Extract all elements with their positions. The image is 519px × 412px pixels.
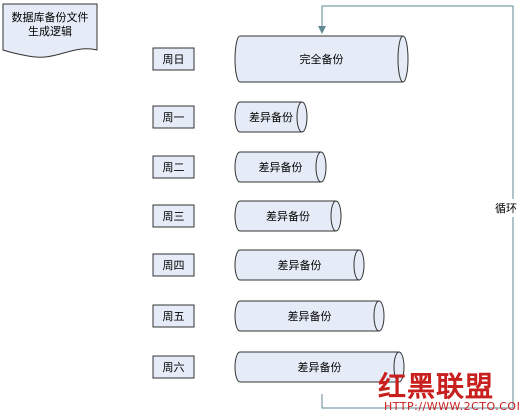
watermark-brand: 红黑联盟 xyxy=(378,370,494,403)
day-box xyxy=(152,47,195,71)
schedule-row: 周四 差异备份 xyxy=(152,249,365,281)
day-label: 周日 xyxy=(163,53,185,66)
document-title-line-1: 数据库备份文件 xyxy=(12,10,89,24)
day-label: 周一 xyxy=(163,111,185,124)
backup-type-label: 差异备份 xyxy=(266,209,310,223)
loop-label: 循环 xyxy=(495,202,517,215)
cylinder-cap xyxy=(393,351,400,383)
loop-arrow-head xyxy=(318,26,326,34)
loop-connector: 循环 xyxy=(318,5,519,409)
day-box xyxy=(152,253,195,277)
day-box xyxy=(152,204,195,228)
backup-type-label: 差异备份 xyxy=(288,309,332,323)
cylinder-cap xyxy=(330,200,337,232)
backup-type-label: 差异备份 xyxy=(278,258,322,272)
cylinder-cap xyxy=(397,35,404,83)
loop-label-bg xyxy=(490,199,519,217)
day-box xyxy=(152,105,195,129)
day-label: 周六 xyxy=(163,361,185,374)
day-label: 周四 xyxy=(163,259,185,272)
cylinder-cap xyxy=(296,101,303,133)
title-document-shape: 数据库备份文件 生成逻辑 xyxy=(2,3,98,58)
schedule-row: 周日 完全备份 xyxy=(152,35,409,83)
cylinder-cap xyxy=(373,300,380,332)
day-box xyxy=(152,304,195,328)
day-label: 周五 xyxy=(163,310,185,323)
schedule-row: 周三 差异备份 xyxy=(152,200,342,232)
day-label: 周二 xyxy=(163,161,185,174)
schedule-row: 周五 差异备份 xyxy=(152,300,385,332)
day-box xyxy=(152,155,195,179)
watermark: 红黑联盟 HTTP://WWW.2CTO.COM xyxy=(378,370,519,412)
backup-type-label: 差异备份 xyxy=(259,160,303,174)
cylinder-cap xyxy=(353,249,360,281)
schedule-row: 周一 差异备份 xyxy=(152,101,308,133)
backup-type-label: 差异备份 xyxy=(298,360,342,374)
day-box xyxy=(152,355,195,379)
day-label: 周三 xyxy=(163,210,185,223)
watermark-url: HTTP://WWW.2CTO.COM xyxy=(384,400,519,412)
cylinder-cap xyxy=(315,151,322,183)
document-title-line-2: 生成逻辑 xyxy=(28,24,72,38)
backup-type-label: 差异备份 xyxy=(249,110,293,124)
backup-type-label: 完全备份 xyxy=(300,52,344,66)
schedule-row: 周二 差异备份 xyxy=(152,151,327,183)
schedule-row: 周六 差异备份 xyxy=(152,351,405,383)
schedule-rows: 周日完全备份周一差异备份周二差异备份周三差异备份周四差异备份周五差异备份周六差异… xyxy=(152,35,409,383)
